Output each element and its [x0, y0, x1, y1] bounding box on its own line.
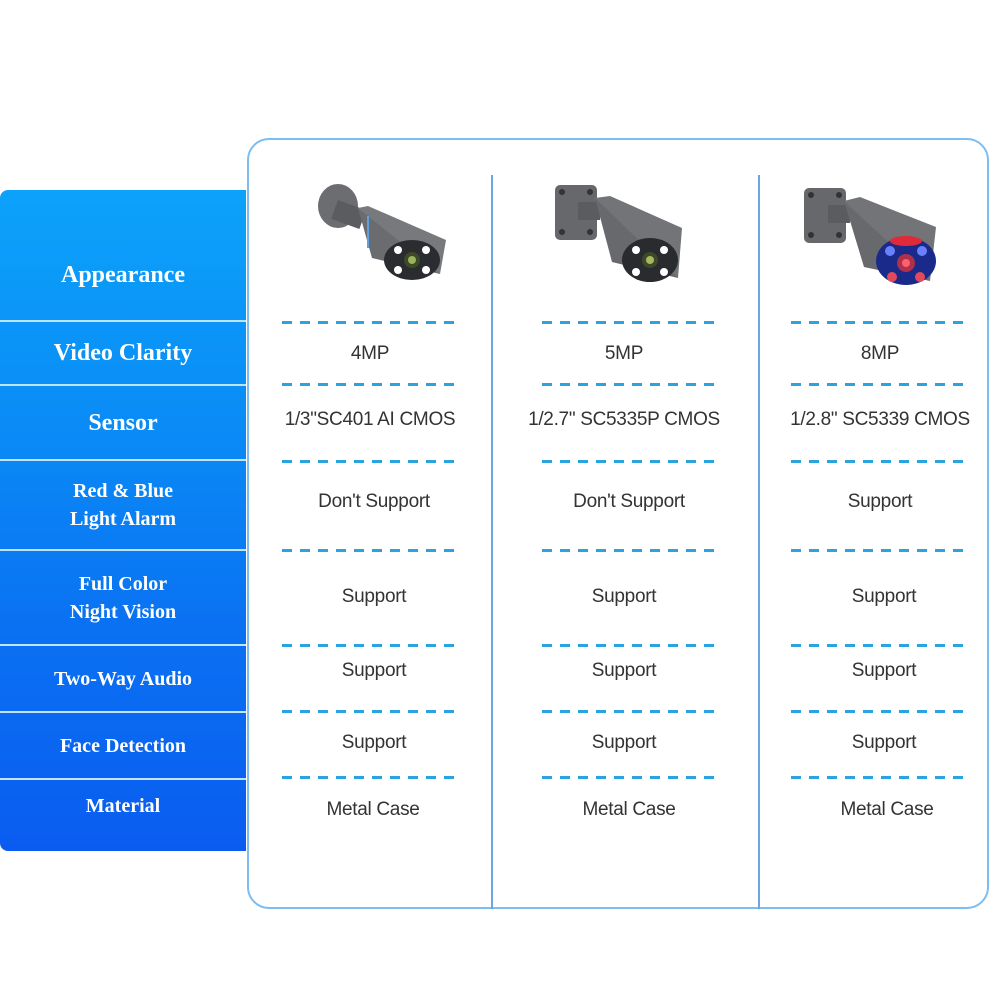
- dashed-separator: [282, 321, 458, 324]
- dashed-separator: [542, 644, 718, 647]
- row-separator: [0, 384, 246, 386]
- dashed-separator: [282, 383, 458, 386]
- row-label-line: Red & Blue: [73, 480, 173, 502]
- dashed-separator: [282, 644, 458, 647]
- camera-4mp-icon: [318, 184, 446, 280]
- column-divider: [491, 175, 493, 909]
- cell-material: Metal Case: [840, 799, 934, 820]
- cell-red-blue-light-alarm: Don't Support: [318, 491, 430, 512]
- dashed-separator: [282, 549, 458, 552]
- camera-8mp-icon: [804, 188, 936, 285]
- dashed-separator: [791, 460, 967, 463]
- cell-material: Metal Case: [326, 799, 420, 820]
- row-label-line: Night Vision: [69, 600, 177, 623]
- row-separator: [0, 320, 246, 322]
- cell-video-clarity: 5MP: [604, 343, 644, 364]
- row-separator: [0, 644, 246, 646]
- row-separator: [0, 711, 246, 713]
- dashed-separator: [542, 549, 718, 552]
- dashed-separator: [542, 776, 718, 779]
- row-label-full-color-night-vision: Full Color Night Vision: [0, 551, 246, 644]
- column-divider: [758, 175, 760, 909]
- cell-video-clarity: 8MP: [860, 343, 900, 364]
- cell-face-detection: Support: [341, 732, 407, 753]
- cell-video-clarity: 4MP: [350, 343, 390, 364]
- cell-two-way-audio: Support: [851, 660, 917, 681]
- cell-full-color-night-vision: Support: [591, 586, 657, 607]
- row-label-video-clarity: Video Clarity: [53, 340, 193, 366]
- dashed-separator: [791, 776, 967, 779]
- row-label-two-way-audio: Two-Way Audio: [54, 667, 192, 690]
- row-separator: [0, 459, 246, 461]
- row-label-red-blue-light-alarm: Red & Blue Light Alarm: [0, 461, 246, 549]
- dashed-separator: [282, 710, 458, 713]
- row-label-material: Material: [85, 795, 161, 817]
- row-label-sensor: Sensor: [88, 409, 158, 436]
- camera-5mp-icon: [555, 185, 682, 282]
- row-label-line: Light Alarm: [69, 508, 177, 530]
- dashed-separator: [282, 460, 458, 463]
- cell-full-color-night-vision: Support: [341, 586, 407, 607]
- row-separator: [0, 549, 246, 551]
- dashed-separator: [542, 460, 718, 463]
- cell-material: Metal Case: [582, 799, 676, 820]
- dashed-separator: [791, 549, 967, 552]
- cell-sensor: 1/2.8" SC5339 CMOS: [790, 409, 970, 430]
- row-label-face-detection: Face Detection: [59, 734, 187, 757]
- dashed-separator: [542, 710, 718, 713]
- dashed-separator: [791, 383, 967, 386]
- row-separator: [0, 778, 246, 780]
- cell-sensor: 1/2.7" SC5335P CMOS: [528, 409, 720, 430]
- dashed-separator: [282, 776, 458, 779]
- row-label-appearance: Appearance: [61, 262, 185, 288]
- row-label-line: Full Color: [78, 572, 168, 595]
- dashed-separator: [542, 383, 718, 386]
- cell-full-color-night-vision: Support: [851, 586, 917, 607]
- row-label-panel: Appearance Video Clarity Sensor Red & Bl…: [0, 190, 246, 851]
- cell-two-way-audio: Support: [591, 660, 657, 681]
- dashed-separator: [791, 710, 967, 713]
- dashed-separator: [791, 321, 967, 324]
- cell-face-detection: Support: [591, 732, 657, 753]
- cell-face-detection: Support: [851, 732, 917, 753]
- cell-red-blue-light-alarm: Support: [847, 491, 913, 512]
- cell-red-blue-light-alarm: Don't Support: [573, 491, 685, 512]
- dashed-separator: [542, 321, 718, 324]
- cell-two-way-audio: Support: [341, 660, 407, 681]
- cell-sensor: 1/3"SC401 AI CMOS: [284, 409, 456, 430]
- dashed-separator: [791, 644, 967, 647]
